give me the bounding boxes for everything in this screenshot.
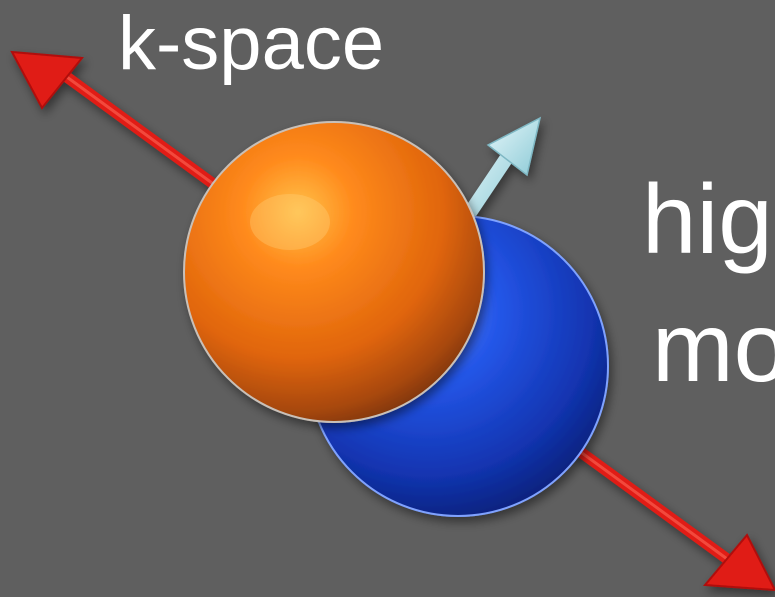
k-space-label: k-space: [118, 1, 385, 86]
orange-sphere-highlight: [250, 194, 330, 250]
momentum-arrow-head: [486, 116, 542, 177]
axis-arrow-head-left: [10, 50, 84, 110]
label-line-1: hig: [642, 164, 773, 274]
axis-arrow-head-right: [702, 533, 775, 592]
orange-sphere: [183, 121, 485, 423]
label-line-2: mo: [652, 292, 775, 402]
